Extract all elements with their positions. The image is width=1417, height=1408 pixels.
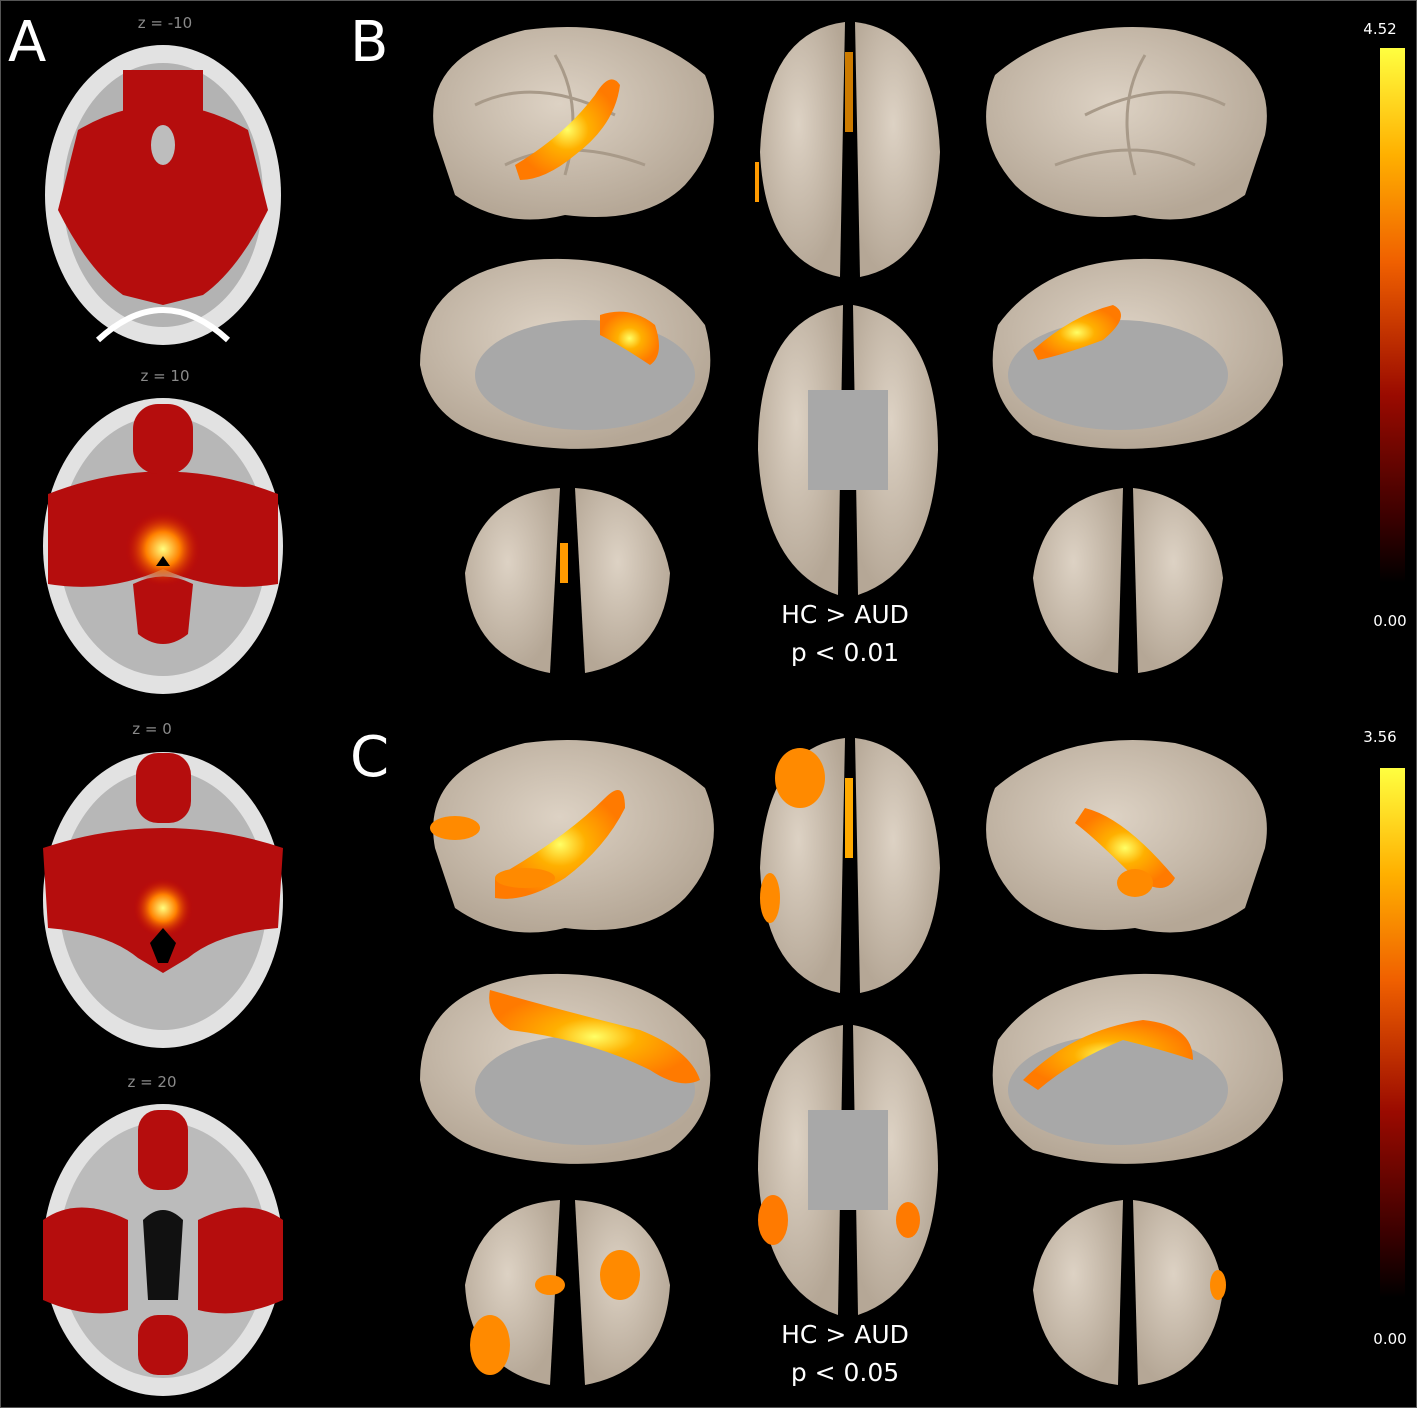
slice-label: z = -10: [137, 14, 193, 32]
colorbar-min-label: 0.00: [1373, 1330, 1407, 1348]
panel-b-left-lateral-view: [433, 27, 714, 220]
panel-c-left-lateral-view: [430, 740, 714, 933]
panel-b-contrast-label: HC > AUD p < 0.01: [745, 596, 945, 672]
slice-label: z = 20: [127, 1073, 177, 1091]
axial-slice-z-minus-10: [45, 45, 281, 345]
panel-c-colorbar: [1380, 768, 1405, 1298]
axial-slice-z-0: [43, 752, 283, 1048]
panel-b-right-medial-view: [992, 258, 1283, 449]
colorbar-min-label: 0.00: [1373, 612, 1407, 630]
panel-c-left-medial-view: [420, 973, 711, 1164]
slice-label: z = 10: [140, 367, 190, 385]
panel-c-letter: C: [350, 725, 390, 790]
panel-b-colorbar: [1380, 48, 1405, 583]
colorbar-max-label: 4.52: [1363, 20, 1397, 38]
threshold-text: p < 0.05: [790, 1358, 900, 1387]
panel-b-bottom-view: [758, 305, 938, 595]
panel-c-bottom-view: [758, 1025, 938, 1315]
panel-b-right-lateral-view: [986, 27, 1267, 220]
panel-c-top-view: [760, 738, 940, 993]
panel-b-top-view: [755, 22, 940, 277]
panel-c-right-lateral-view: [986, 740, 1267, 933]
panel-c-contrast-label: HC > AUD p < 0.05: [745, 1316, 945, 1392]
threshold-text: p < 0.01: [790, 638, 900, 667]
panel-c-posterior-view: [1033, 1200, 1226, 1385]
panel-b-left-medial-view: [420, 258, 711, 449]
panel-c-right-medial-view: [992, 973, 1283, 1164]
panel-b-posterior-view: [1033, 488, 1223, 673]
contrast-text: HC > AUD: [781, 1320, 909, 1349]
axial-slice-z-20: [43, 1104, 283, 1396]
panel-c-anterior-view: [465, 1200, 670, 1385]
panel-a-letter: A: [8, 10, 47, 75]
contrast-text: HC > AUD: [781, 600, 909, 629]
colorbar-max-label: 3.56: [1363, 728, 1397, 746]
axial-slice-z-10: [43, 398, 283, 694]
panel-b-anterior-view: [465, 488, 670, 673]
slice-label: z = 0: [132, 720, 172, 738]
panel-b-letter: B: [350, 10, 389, 75]
